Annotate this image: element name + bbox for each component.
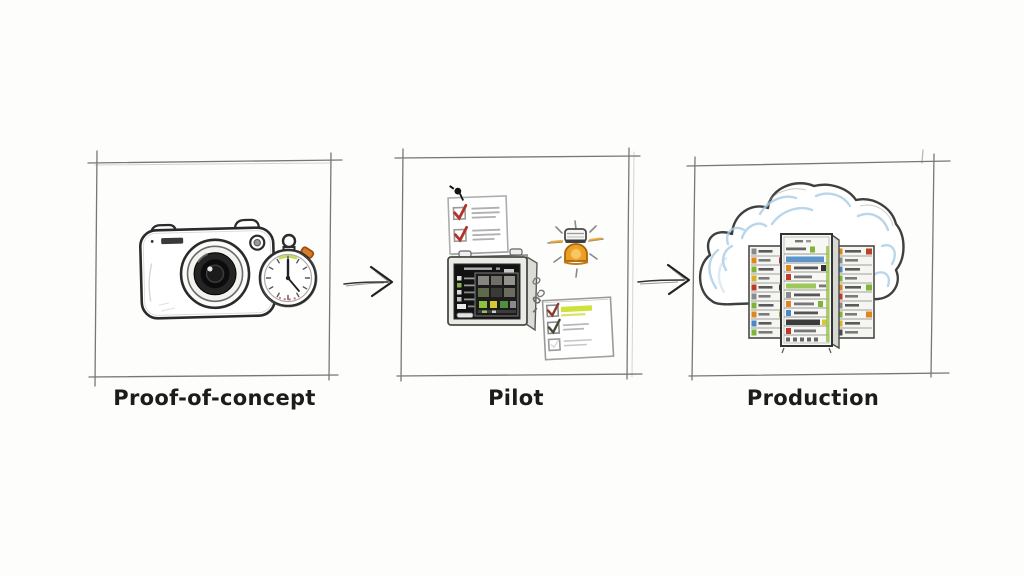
cloud-shading — [708, 192, 896, 294]
stage-box-production — [686, 149, 951, 381]
server-rack-center — [780, 233, 840, 354]
highlight-bar — [560, 305, 593, 313]
sketch-box-border — [686, 149, 951, 381]
cable-squiggle-icon — [532, 277, 545, 298]
stage-production: Production — [682, 140, 958, 430]
clip-icon — [532, 296, 542, 313]
server-rack-icon — [748, 233, 875, 354]
checklist-highlight-icon — [532, 296, 615, 361]
server-rack-right — [834, 245, 875, 339]
stage-box-pilot — [394, 147, 643, 382]
stage-label-production: Production — [746, 386, 880, 410]
camera-icon — [139, 218, 277, 320]
stage-label-proof-of-concept: Proof-of-concept — [113, 386, 316, 410]
stopwatch-ring — [281, 233, 297, 249]
checklist-pinned-icon — [447, 185, 509, 256]
stage-label-pilot: Pilot — [488, 386, 544, 410]
pushpin-icon — [449, 185, 464, 201]
sketch-box-border — [394, 147, 643, 382]
camera-lens — [179, 238, 251, 310]
arrow-right-icon — [343, 265, 394, 298]
stage-pilot: Pilot — [388, 140, 648, 430]
dashboard-monitor-icon — [447, 248, 538, 332]
stopwatch-icon — [258, 233, 318, 308]
camera-flash-strip — [161, 237, 184, 245]
stage-proof-of-concept: Proof-of-concept — [80, 140, 352, 430]
red-checkmark — [453, 225, 469, 243]
stage-box-proof-of-concept — [87, 150, 343, 387]
arrow-right-icon — [637, 263, 691, 296]
red-checkmark — [453, 203, 468, 221]
sketch-box-border — [87, 150, 343, 387]
alert-beacon-icon — [547, 220, 604, 278]
stopwatch-hour-hand — [287, 277, 300, 292]
